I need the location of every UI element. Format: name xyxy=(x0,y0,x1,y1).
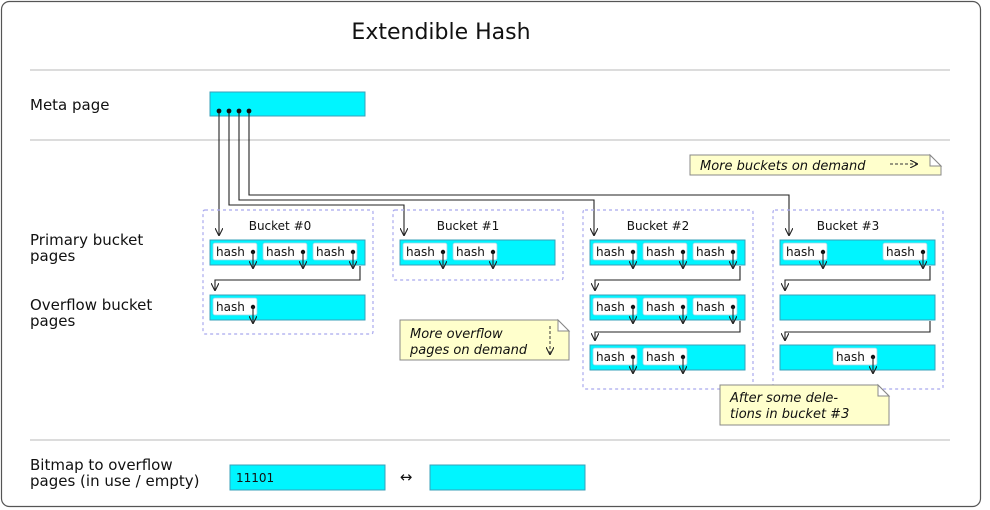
hash-chip xyxy=(592,347,638,366)
hash-label: hash xyxy=(696,300,725,314)
diagram-title: Extendible Hash xyxy=(351,20,530,45)
primary-bucket-label-line2: pages xyxy=(30,247,75,265)
hash-chip xyxy=(592,242,638,261)
bucket-2-box xyxy=(582,209,754,390)
hash-entry: hash xyxy=(832,347,878,373)
bitmap-value: 11101 xyxy=(236,471,274,485)
bucket-3-overflow-link-2 xyxy=(785,321,931,340)
bucket-3-box xyxy=(772,209,944,390)
bitmap-page-1 xyxy=(229,464,386,491)
hash-entry: hash xyxy=(692,242,738,268)
hash-label: hash xyxy=(406,245,435,259)
hash-chip xyxy=(782,242,828,261)
bucket-0-box xyxy=(202,209,374,335)
pointer-dot xyxy=(246,108,252,114)
hash-chip xyxy=(692,242,738,261)
hash-chip xyxy=(592,297,638,316)
meta-page xyxy=(209,91,366,117)
note-after-deletions-line2: tions in bucket #3 xyxy=(730,407,849,422)
hash-chip xyxy=(212,297,258,316)
overflow-bucket-label-line1: Overflow bucket xyxy=(30,296,152,314)
hash-label: hash xyxy=(646,300,675,314)
bucket-1-title: Bucket #1 xyxy=(437,219,500,233)
hash-chip xyxy=(402,242,448,261)
hash-label: hash xyxy=(646,245,675,259)
hash-entry: hash xyxy=(782,242,828,268)
hash-entry: hash xyxy=(642,297,688,323)
hash-label: hash xyxy=(216,245,245,259)
bucket-3-title: Bucket #3 xyxy=(817,219,880,233)
hash-entry: hash xyxy=(212,242,258,268)
hash-label: hash xyxy=(696,245,725,259)
hash-entries: hash hash hash hash hash hash hash hash hash hash… xyxy=(212,242,928,373)
bitmap-link-arrow: ↔ xyxy=(400,468,413,486)
note-more-overflow-line1: More overflow xyxy=(410,327,503,342)
bucket-2-overflow-link-2 xyxy=(595,321,741,340)
hash-label: hash xyxy=(266,245,295,259)
hash-entry: hash xyxy=(212,297,258,323)
hash-label: hash xyxy=(596,245,625,259)
bucket-1-box xyxy=(392,209,564,281)
hash-entry: hash xyxy=(402,242,448,268)
meta-page-label: Meta page xyxy=(30,96,109,114)
hash-chip xyxy=(312,242,358,261)
hash-entry: hash xyxy=(592,297,638,323)
pointer-dot xyxy=(216,108,222,114)
hash-label: hash xyxy=(786,245,815,259)
hash-chip xyxy=(452,242,498,261)
hash-chip xyxy=(692,297,738,316)
hash-label: hash xyxy=(596,300,625,314)
hash-chip xyxy=(642,297,688,316)
meta-pointer-bucket-3 xyxy=(248,111,789,235)
bitmap-label-line1: Bitmap to overflow xyxy=(30,456,173,474)
note-more-overflow-line2: pages on demand xyxy=(409,343,528,358)
hash-chip xyxy=(262,242,308,261)
hash-entry: hash xyxy=(592,242,638,268)
hash-entry: hash xyxy=(312,242,358,268)
hash-entry: hash xyxy=(642,242,688,268)
hash-label: hash xyxy=(456,245,485,259)
hash-label: hash xyxy=(316,245,345,259)
bucket-3-overflow-page-1 xyxy=(779,294,936,321)
hash-chip xyxy=(212,242,258,261)
note-after-deletions: After some dele- tions in bucket #3 xyxy=(719,383,891,426)
bucket-0-title: Bucket #0 xyxy=(249,219,312,233)
pointer-dot xyxy=(236,108,242,114)
note-more-overflow: More overflow pages on demand xyxy=(399,318,571,361)
pointer-dot xyxy=(226,108,232,114)
hash-entry: hash xyxy=(692,297,738,323)
note-after-deletions-line1: After some dele- xyxy=(729,391,838,406)
hash-chip xyxy=(642,242,688,261)
hash-label: hash xyxy=(836,350,865,364)
hash-label: hash xyxy=(646,350,675,364)
meta-pointer-bucket-2 xyxy=(238,111,594,235)
hash-chip xyxy=(642,347,688,366)
overflow-bucket-label-line2: pages xyxy=(30,312,75,330)
hash-entry: hash xyxy=(642,347,688,373)
bucket-2-title: Bucket #2 xyxy=(627,219,690,233)
hash-entry: hash xyxy=(262,242,308,268)
hash-chip xyxy=(832,347,878,366)
hash-chip xyxy=(882,242,928,261)
primary-bucket-label-line1: Primary bucket xyxy=(30,231,143,249)
hash-entry: hash xyxy=(592,347,638,373)
hash-label: hash xyxy=(216,300,245,314)
bucket-0-overflow-link xyxy=(215,266,361,290)
hash-entry: hash xyxy=(882,242,928,268)
bitmap-page-2 xyxy=(429,464,586,491)
note-more-buckets-text: More buckets on demand xyxy=(700,159,866,174)
hash-label: hash xyxy=(886,245,915,259)
note-more-buckets: More buckets on demand xyxy=(689,153,943,176)
bitmap-label-line2: pages (in use / empty) xyxy=(30,472,199,490)
hash-label: hash xyxy=(596,350,625,364)
meta-pointer-bucket-1 xyxy=(228,111,404,235)
bucket-3-overflow-link-1 xyxy=(785,266,931,290)
bucket-2-overflow-link-1 xyxy=(595,266,741,290)
hash-entry: hash xyxy=(452,242,498,268)
